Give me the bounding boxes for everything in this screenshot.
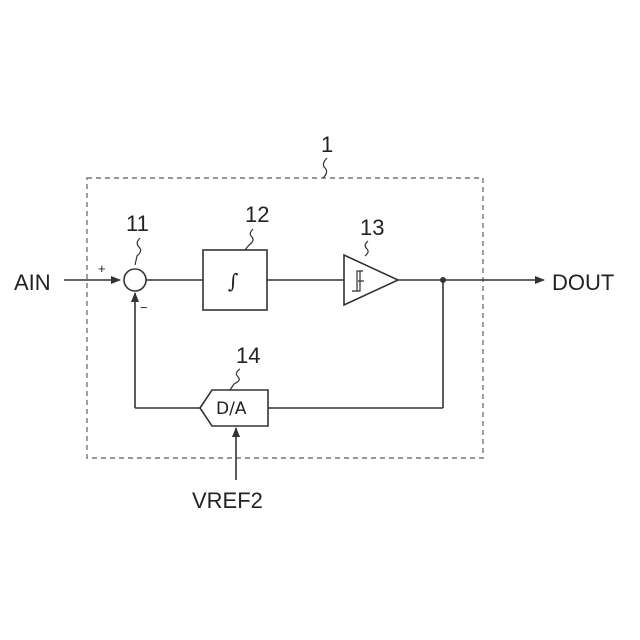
input-label: AIN [14,270,51,295]
adder-ref-leader [135,238,141,265]
dac-ref-label: 14 [236,343,260,368]
adder-ref-label: 11 [126,211,149,236]
integrator-ref-label: 12 [245,202,269,227]
integrator-ref-leader [245,229,253,250]
dac-text: D/A [216,399,247,419]
block-ref-leader [323,158,327,178]
vref-label: VREF2 [192,488,263,513]
output-label: DOUT [552,270,614,295]
comparator-ref-leader [365,241,368,256]
block-ref-label: 1 [321,132,333,157]
dac-ref-leader [230,369,240,390]
minus-sign: − [140,300,148,315]
plus-sign: + [98,261,106,276]
comparator-ref-label: 13 [360,215,384,240]
comparator-triangle [344,255,398,305]
adder-circle [124,269,146,291]
integrator-symbol: ∫ [228,269,238,293]
